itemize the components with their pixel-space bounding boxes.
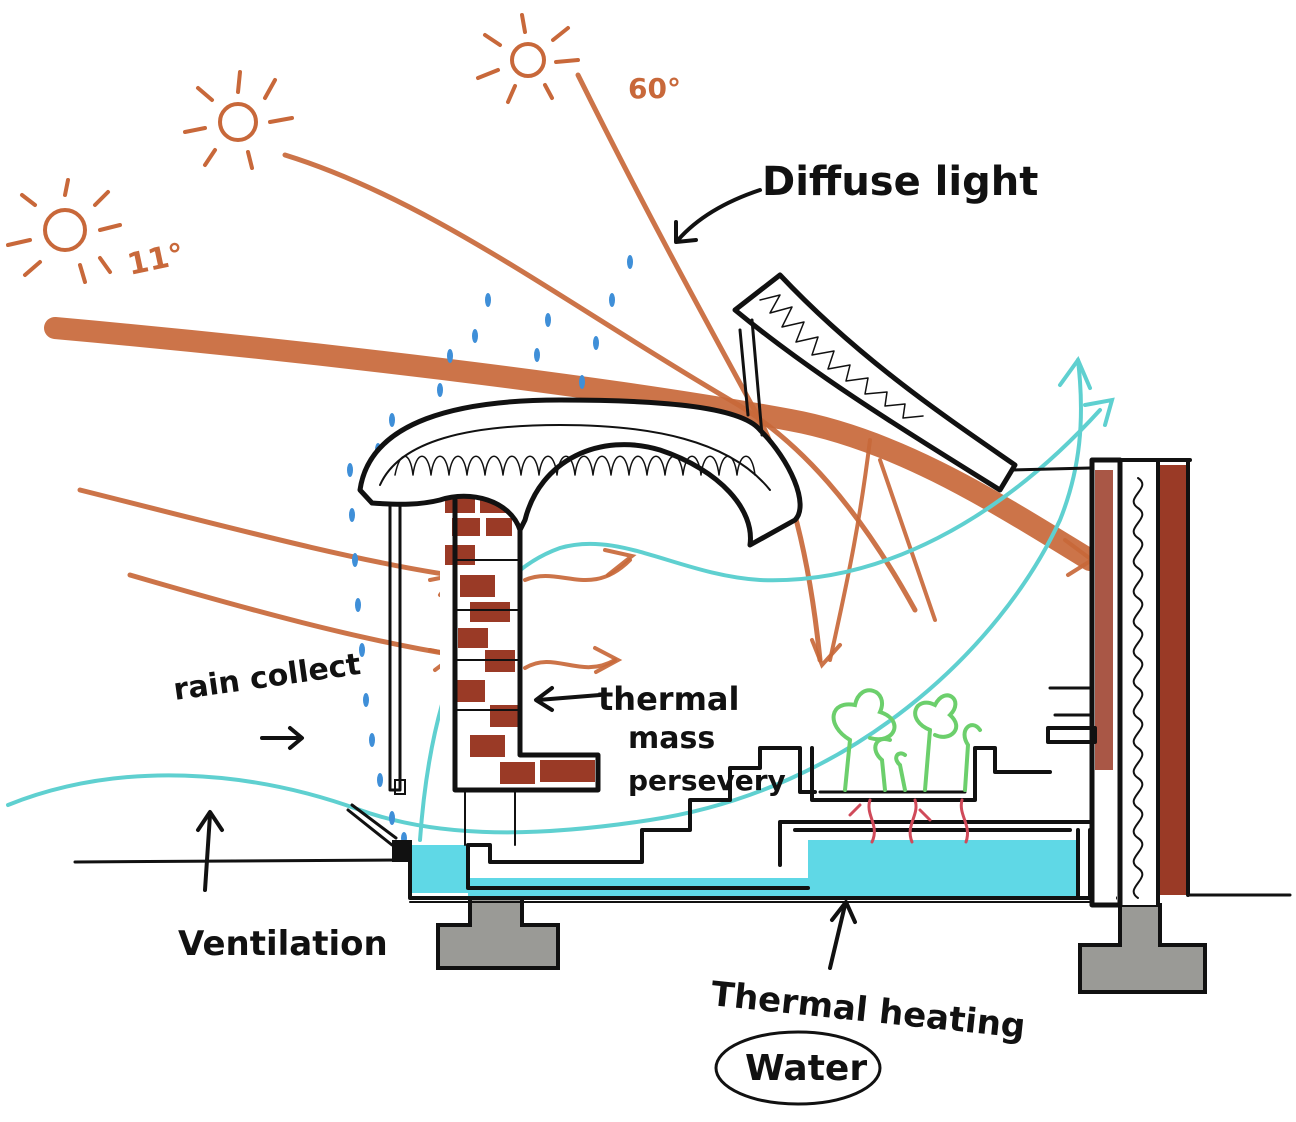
pointer-arrows [196, 188, 857, 970]
label-water: Water [745, 1048, 867, 1089]
sun-icon [476, 13, 580, 104]
plants [831, 688, 982, 792]
plant-roots [848, 798, 969, 844]
ground-line [73, 858, 1292, 897]
foundation-right [1078, 903, 1207, 994]
stairs [468, 746, 1097, 867]
label-rain-collect: rain collect [171, 647, 363, 708]
right-wall [1046, 457, 1192, 908]
label-angle-low: 11° [124, 237, 187, 283]
label-angle-high: 60° [628, 72, 681, 105]
label-thermal-mass-line3: persevery [628, 764, 786, 797]
label-thermal-mass-line1: thermal [598, 680, 739, 718]
label-thermal-mass-line2: mass [628, 721, 715, 756]
water-label-ellipse [714, 1030, 882, 1106]
sun-rays [44, 72, 1101, 674]
foundation-left [436, 896, 560, 970]
planter [810, 688, 1052, 844]
sun-icon [183, 70, 294, 170]
skylight-panel [732, 272, 1092, 493]
label-diffuse-light: Diffuse light [762, 159, 1038, 205]
label-ventilation: Ventilation [178, 924, 388, 964]
sun-icon [6, 178, 122, 284]
arched-roof [346, 397, 803, 862]
water-reservoir [410, 840, 1078, 898]
